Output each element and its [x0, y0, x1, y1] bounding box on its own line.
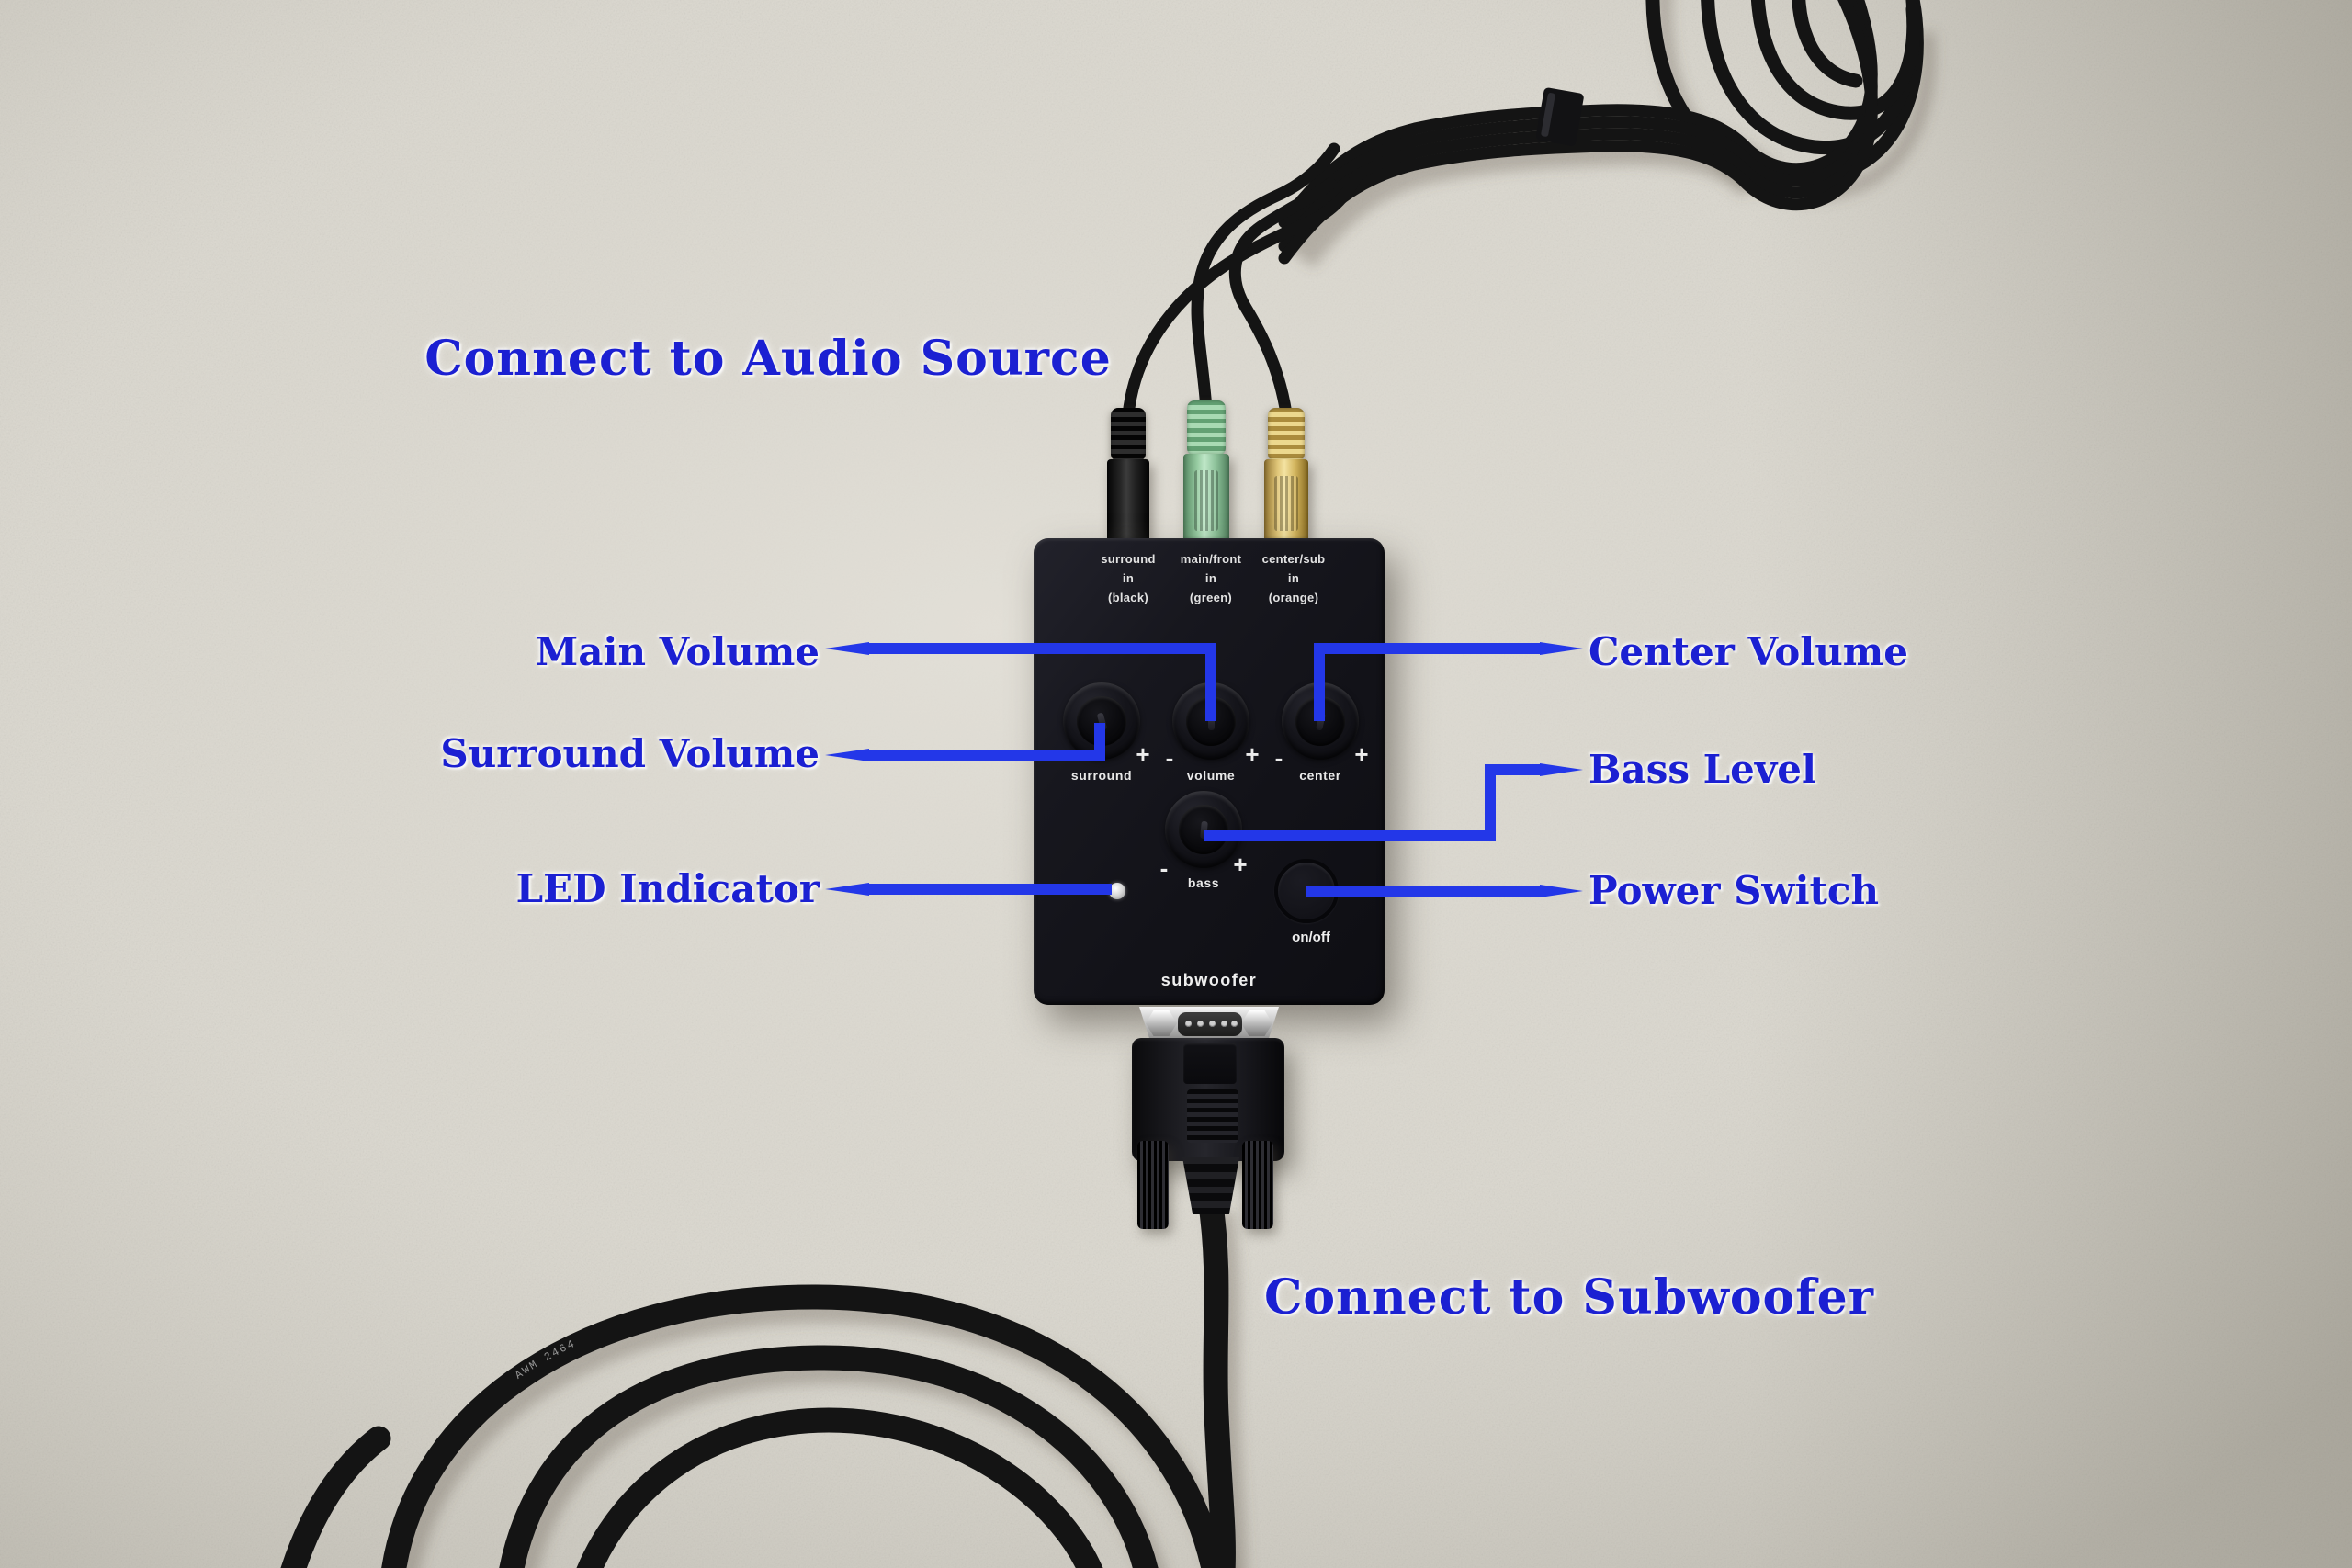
thumbscrew-right — [1242, 1141, 1273, 1229]
surround-plus-label: + — [1136, 740, 1150, 768]
plug-wires — [1122, 142, 1364, 422]
cable-strain-relief — [1182, 1157, 1239, 1214]
center-minus-label: - — [1274, 744, 1283, 772]
center-plus-label: + — [1354, 740, 1369, 768]
knob-cap — [1179, 805, 1228, 854]
bass-knob — [1165, 791, 1242, 868]
subwoofer-cable — [1197, 1186, 1236, 1568]
callout-line-center-volume — [1314, 642, 1583, 721]
callout-line-bass-level — [1204, 763, 1583, 841]
callout-surround-volume: Surround Volume — [440, 731, 820, 776]
dsub-pin-field — [1178, 1012, 1242, 1036]
audio-source-heading: Connect to Audio Source — [424, 331, 1112, 387]
callout-line-power-switch — [1306, 885, 1583, 897]
callout-line-led-indicator — [825, 883, 1112, 896]
center-knob-label: center — [1299, 768, 1341, 783]
control-pod — [1034, 538, 1385, 1005]
bass-minus-label: - — [1159, 854, 1169, 882]
bass-plus-label: + — [1233, 851, 1248, 878]
callout-led-indicator: LED Indicator — [515, 866, 820, 911]
callout-center-volume: Center Volume — [1589, 629, 1908, 674]
bass-knob-label: bass — [1187, 875, 1220, 890]
surround-knob-label: surround — [1070, 768, 1133, 783]
subwoofer-heading: Connect to Subwoofer — [1264, 1269, 1875, 1325]
pin — [1197, 1021, 1204, 1027]
volume-knob-label: volume — [1186, 768, 1236, 783]
callout-line-main-volume — [825, 642, 1216, 721]
volume-minus-label: - — [1165, 744, 1174, 772]
dsub-housing-tab — [1183, 1043, 1237, 1084]
dsub-grip-ribs — [1187, 1089, 1238, 1143]
volume-plus-label: + — [1245, 740, 1260, 768]
pin — [1221, 1021, 1227, 1027]
cable-clip — [1535, 87, 1584, 146]
pin — [1185, 1021, 1192, 1027]
callout-main-volume: Main Volume — [535, 629, 820, 674]
top-cable-bundle — [1278, 0, 1878, 265]
led-indicator-light — [1109, 883, 1125, 899]
callout-bass-level: Bass Level — [1589, 747, 1816, 792]
knob-slot — [1208, 713, 1215, 730]
plug-groove — [1274, 476, 1298, 531]
callout-line-surround-volume — [825, 723, 1105, 761]
pin — [1231, 1021, 1238, 1027]
plug-groove — [1194, 470, 1218, 531]
thumbscrew-left — [1137, 1141, 1169, 1229]
pin — [1209, 1021, 1216, 1027]
subwoofer-label: subwoofer — [1160, 971, 1258, 989]
cable-loops: AWM 2464 — [280, 1284, 1227, 1568]
callout-power-switch: Power Switch — [1589, 868, 1880, 913]
on-off-label: on/off — [1292, 930, 1330, 945]
